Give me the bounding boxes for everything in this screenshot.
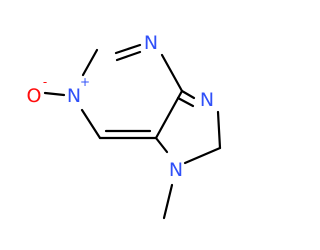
bond-n9-c8 — [216, 110, 222, 150]
bond-c4-n9-double — [176, 96, 195, 108]
bond-c6-n1 — [80, 108, 102, 140]
bond-n3-c4 — [160, 53, 184, 93]
atom-nitrogen-n3: N — [144, 32, 158, 54]
atom-nitrogen-n7: N — [169, 159, 183, 181]
bond-n1-c2 — [81, 48, 99, 77]
atom-nitrogen-n9: N — [200, 89, 214, 111]
bond-n7-c5 — [154, 136, 169, 154]
atom-nitrogen-n1: N — [67, 85, 81, 107]
bond-c8-n7 — [183, 146, 222, 165]
molecule-structure: O - N + N N N — [27, 32, 222, 220]
charge-minus: - — [43, 75, 47, 89]
atom-oxygen: O — [27, 85, 42, 107]
bond-c2-n3 — [114, 43, 142, 55]
bond-n1-o — [43, 91, 66, 97]
charge-plus: + — [80, 75, 90, 89]
bond-n7-methyl — [162, 183, 174, 220]
bond-c2-n3-double — [115, 50, 142, 62]
bond-c4-n9 — [180, 89, 196, 100]
